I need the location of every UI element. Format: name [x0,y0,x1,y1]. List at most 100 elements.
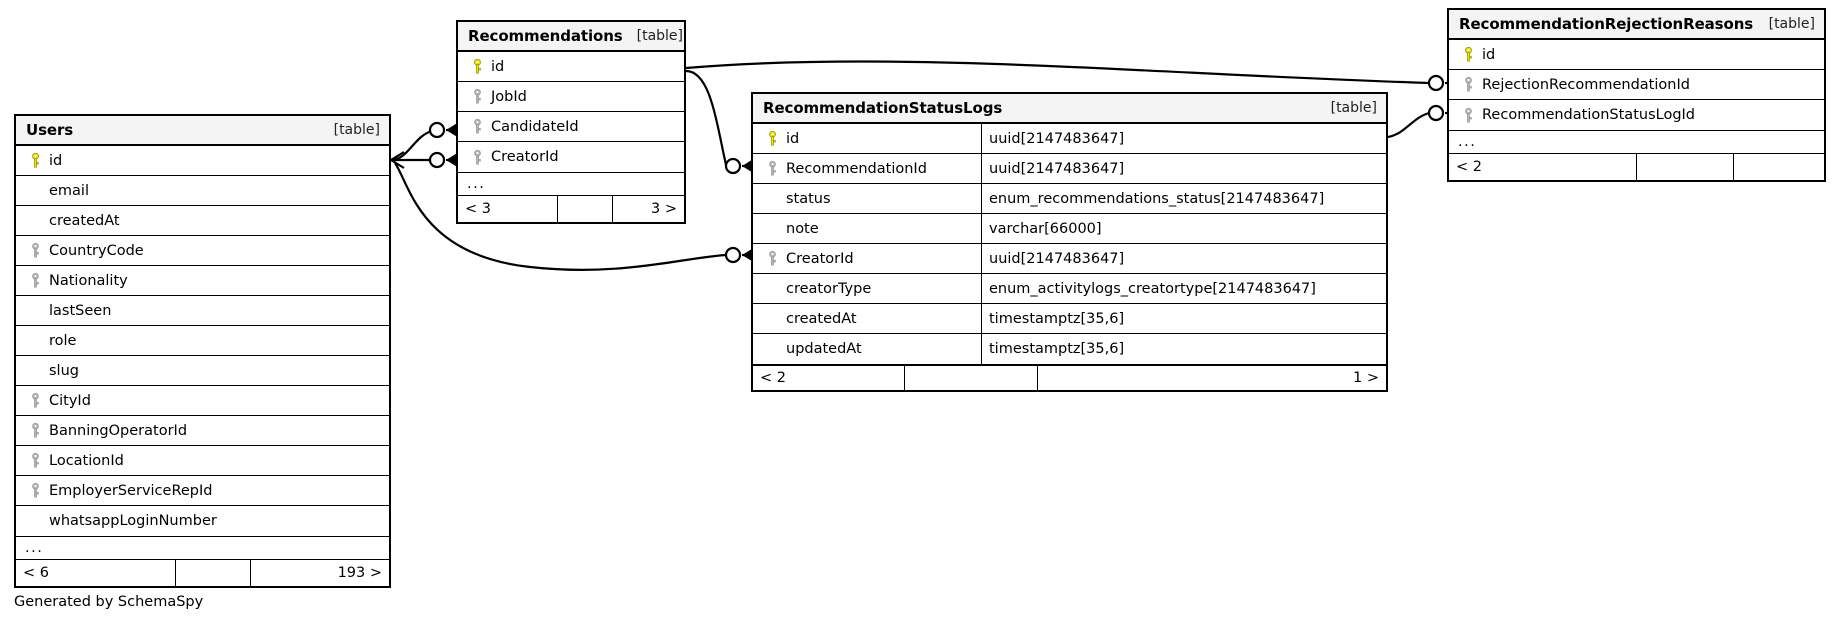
table-recommendations-title: Recommendations [468,27,623,45]
primary-key-icon [31,153,39,168]
table-row[interactable]: JobId [458,82,684,112]
table-row[interactable]: slug [16,356,389,386]
foreign-key-icon [31,423,39,438]
foreign-key-icon [473,89,481,104]
key-slot [1458,77,1478,92]
table-row[interactable]: email [16,176,389,206]
column-label: note [786,220,819,237]
column-label: id [786,130,800,147]
table-row[interactable]: note varchar[66000] [753,214,1386,244]
table-row[interactable]: id uuid[2147483647] [753,124,1386,154]
foreign-key-icon [31,453,39,468]
table-row[interactable]: LocationId [16,446,389,476]
table-row[interactable]: RecommendationStatusLogId [1449,100,1824,130]
table-row[interactable]: CandidateId [458,112,684,142]
column-label: createdAt [786,310,857,327]
column-type-cell: varchar[66000] [989,220,1102,237]
key-slot [1458,47,1478,62]
table-recommendation-status-logs[interactable]: RecommendationStatusLogs [table] id uuid[… [751,92,1388,392]
column-name-cell: EmployerServiceRepId [16,476,389,505]
column-label: EmployerServiceRepId [49,482,213,499]
column-type-cell: enum_recommendations_status[2147483647] [989,190,1325,207]
table-row[interactable]: id [458,52,684,82]
table-recommendations-footer-prev[interactable]: < 3 [458,196,558,222]
column-label: status [786,190,831,207]
table-recommendation-status-logs-footer-next[interactable]: 1 > [1353,370,1379,386]
key-slot [25,483,45,498]
table-recommendations-footer-next[interactable]: 3 > [651,201,677,217]
table-row[interactable]: Nationality [16,266,389,296]
table-row[interactable]: BanningOperatorId [16,416,389,446]
table-recommendation-status-logs-footer-prev[interactable]: < 2 [753,366,905,390]
column-name-cell: id [458,52,684,81]
column-name-cell: updatedAt [753,334,982,364]
table-row[interactable]: RejectionRecommendationId [1449,70,1824,100]
key-slot [762,161,782,176]
table-users-footer-next[interactable]: 193 > [337,565,382,581]
column-label: JobId [491,88,527,105]
foreign-key-icon [1464,77,1472,92]
foreign-key-icon [473,149,481,165]
table-recommendation-rejection-reasons[interactable]: RecommendationRejectionReasons [table] i… [1447,8,1826,182]
column-name-cell: RecommendationStatusLogId [1449,100,1824,130]
column-label: id [491,58,505,75]
column-type-cell: uuid[2147483647] [989,130,1125,147]
column-name-cell: createdAt [753,304,982,333]
table-row[interactable]: CreatorId [458,142,684,172]
column-name-cell: CreatorId [458,142,684,172]
column-name-cell: creatorType [753,274,982,303]
table-row[interactable]: CountryCode [16,236,389,266]
table-row[interactable]: createdAt [16,206,389,236]
table-row[interactable]: lastSeen [16,296,389,326]
table-recommendation-status-logs-tag: [table] [1330,100,1377,116]
table-row[interactable]: role [16,326,389,356]
edge-recommendations-rejectionreasons [685,60,1430,85]
table-row[interactable]: status enum_recommendations_status[214748… [753,184,1386,214]
key-slot [762,131,782,146]
table-recommendation-rejection-reasons-footer-next [1734,154,1824,180]
foreign-key-icon [31,483,39,498]
table-recommendation-rejection-reasons-footer: < 2 [1449,154,1824,180]
column-name-cell: whatsappLoginNumber [16,506,389,536]
table-recommendation-rejection-reasons-more-indicator: ... [1449,130,1824,154]
primary-key-icon [768,131,776,146]
column-name-cell: BanningOperatorId [16,416,389,445]
column-label: creatorType [786,280,872,297]
foreign-key-icon [31,243,39,258]
key-slot [25,393,45,408]
column-name-cell: status [753,184,982,213]
table-recommendation-status-logs-title: RecommendationStatusLogs [763,99,1003,117]
table-recommendation-status-logs-header: RecommendationStatusLogs [table] [753,94,1386,124]
table-row[interactable]: id [1449,40,1824,70]
table-row[interactable]: CityId [16,386,389,416]
column-name-cell: CountryCode [16,236,389,265]
table-users-footer-prev[interactable]: < 6 [16,560,176,586]
table-recommendations-footer-middle [558,196,613,222]
table-row[interactable]: id [16,146,389,176]
table-users-header: Users [table] [16,116,389,146]
key-slot [467,149,487,165]
column-label: CreatorId [491,149,559,165]
table-recommendation-rejection-reasons-footer-prev[interactable]: < 2 [1449,154,1637,180]
column-name-cell: id [753,124,982,153]
optional-marker-2 [428,151,446,169]
table-users-title: Users [26,121,74,139]
table-row[interactable]: whatsappLoginNumber [16,506,389,536]
optional-marker-4 [724,246,742,264]
table-row[interactable]: EmployerServiceRepId [16,476,389,506]
table-users-footer: < 6 193 > [16,560,389,586]
column-type-cell: uuid[2147483647] [989,160,1125,177]
key-slot [25,243,45,258]
column-label: id [1482,46,1496,63]
column-name-cell: JobId [458,82,684,111]
key-slot [467,59,487,74]
